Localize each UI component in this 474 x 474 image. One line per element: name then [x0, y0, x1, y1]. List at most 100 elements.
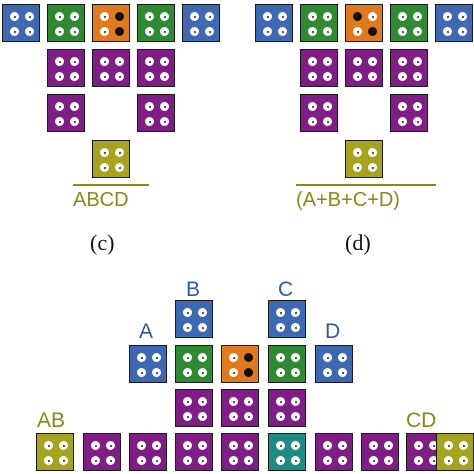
- open-hole-icon: [368, 57, 377, 66]
- open-hole-icon: [459, 441, 468, 450]
- open-hole-icon: [413, 102, 422, 111]
- open-hole-icon: [398, 117, 407, 126]
- port-label-d: D: [325, 320, 341, 343]
- open-hole-icon: [291, 441, 300, 450]
- c-output-block: [92, 140, 130, 178]
- open-hole-icon: [198, 353, 207, 362]
- open-hole-icon: [198, 368, 207, 377]
- open-hole-icon: [413, 117, 422, 126]
- open-hole-icon: [70, 102, 79, 111]
- open-hole-icon: [137, 441, 146, 450]
- open-hole-icon: [10, 27, 19, 36]
- caption-c: (c): [90, 230, 115, 255]
- open-hole-icon: [398, 12, 407, 21]
- open-hole-icon: [444, 456, 453, 465]
- open-hole-icon: [308, 57, 317, 66]
- open-hole-icon: [145, 72, 154, 81]
- open-hole-icon: [25, 12, 34, 21]
- e-output-block: [436, 433, 474, 471]
- open-hole-icon: [276, 412, 285, 421]
- e-wire-block: [221, 433, 259, 471]
- open-hole-icon: [443, 27, 452, 36]
- open-hole-icon: [338, 353, 347, 362]
- open-hole-icon: [198, 441, 207, 450]
- open-hole-icon: [276, 353, 285, 362]
- e-output-block: [36, 433, 74, 471]
- open-hole-icon: [308, 117, 317, 126]
- open-hole-icon: [115, 163, 124, 172]
- open-hole-icon: [353, 163, 362, 172]
- open-hole-icon: [160, 72, 169, 81]
- e-wire-block: [175, 389, 213, 427]
- open-hole-icon: [160, 27, 169, 36]
- open-hole-icon: [100, 27, 109, 36]
- open-hole-icon: [384, 456, 393, 465]
- open-hole-icon: [59, 456, 68, 465]
- open-hole-icon: [369, 441, 378, 450]
- open-hole-icon: [278, 27, 287, 36]
- open-hole-icon: [91, 441, 100, 450]
- c-wire-block: [47, 49, 85, 87]
- gate-c-expression: ABCD: [73, 189, 129, 211]
- open-hole-icon: [323, 72, 332, 81]
- open-hole-icon: [338, 368, 347, 377]
- open-hole-icon: [198, 323, 207, 332]
- open-hole-icon: [353, 72, 362, 81]
- open-hole-icon: [291, 368, 300, 377]
- open-hole-icon: [55, 72, 64, 81]
- e-wire-block: [315, 433, 353, 471]
- open-hole-icon: [398, 72, 407, 81]
- d-wire-block: [345, 49, 383, 87]
- open-hole-icon: [353, 148, 362, 157]
- open-hole-icon: [100, 12, 109, 21]
- open-hole-icon: [414, 441, 423, 450]
- open-hole-icon: [91, 456, 100, 465]
- port-label-b: B: [186, 278, 201, 301]
- d-input-block: [435, 4, 473, 42]
- open-hole-icon: [244, 412, 253, 421]
- c-wire-block: [92, 49, 130, 87]
- open-hole-icon: [115, 148, 124, 157]
- open-hole-icon: [229, 456, 238, 465]
- e-junction-block: [268, 345, 306, 383]
- open-hole-icon: [145, 27, 154, 36]
- open-hole-icon: [198, 412, 207, 421]
- open-hole-icon: [137, 456, 146, 465]
- open-hole-icon: [100, 148, 109, 157]
- open-hole-icon: [106, 441, 115, 450]
- open-hole-icon: [70, 57, 79, 66]
- open-hole-icon: [183, 353, 192, 362]
- open-hole-icon: [198, 308, 207, 317]
- e-input-block: [315, 345, 353, 383]
- open-hole-icon: [244, 397, 253, 406]
- gate-c-overbar: [73, 184, 149, 186]
- open-hole-icon: [44, 441, 53, 450]
- caption-d: (d): [345, 230, 371, 255]
- open-hole-icon: [152, 353, 161, 362]
- c-wire-block: [47, 94, 85, 132]
- c-wire-block: [137, 49, 175, 87]
- open-hole-icon: [308, 27, 317, 36]
- d-junction-block: [390, 4, 428, 42]
- open-hole-icon: [55, 102, 64, 111]
- open-hole-icon: [398, 27, 407, 36]
- open-hole-icon: [145, 12, 154, 21]
- port-label-a: A: [139, 320, 154, 343]
- open-hole-icon: [183, 456, 192, 465]
- open-hole-icon: [183, 368, 192, 377]
- d-junction-block: [300, 4, 338, 42]
- open-hole-icon: [323, 441, 332, 450]
- open-hole-icon: [183, 323, 192, 332]
- open-hole-icon: [368, 148, 377, 157]
- open-hole-icon: [100, 57, 109, 66]
- open-hole-icon: [160, 117, 169, 126]
- open-hole-icon: [70, 72, 79, 81]
- d-gate-block: [345, 4, 383, 42]
- open-hole-icon: [291, 353, 300, 362]
- open-hole-icon: [368, 72, 377, 81]
- open-hole-icon: [145, 57, 154, 66]
- gate-d-expression: (A+B+C+D): [296, 189, 400, 211]
- open-hole-icon: [190, 12, 199, 21]
- open-hole-icon: [25, 27, 34, 36]
